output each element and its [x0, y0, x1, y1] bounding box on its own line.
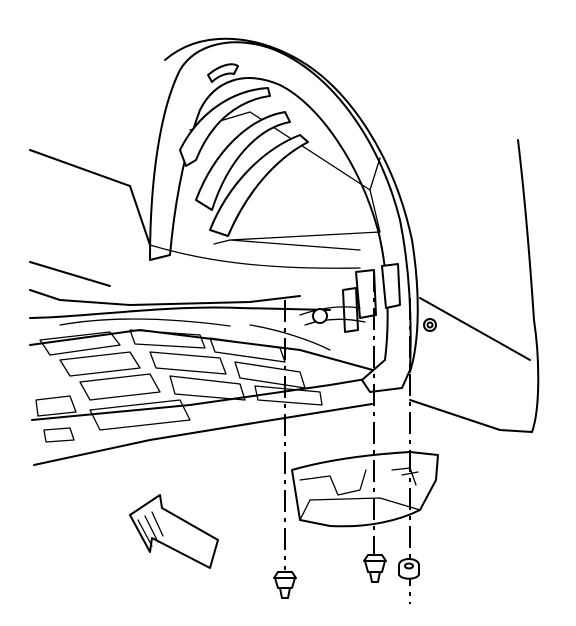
- quarter-panel: [409, 139, 540, 433]
- assembly-lines: [284, 270, 411, 604]
- push-in-retainer-center: [363, 554, 387, 583]
- rear-wheelhouse-liner: [149, 37, 419, 393]
- cargo-floor: [29, 149, 381, 466]
- liner-fastener-cluster: [299, 263, 437, 333]
- retaining-nut: [398, 558, 420, 580]
- liner-rear-bracket: [291, 451, 439, 528]
- front-direction-arrow-icon: [129, 494, 219, 569]
- push-in-retainer-left: [273, 571, 297, 599]
